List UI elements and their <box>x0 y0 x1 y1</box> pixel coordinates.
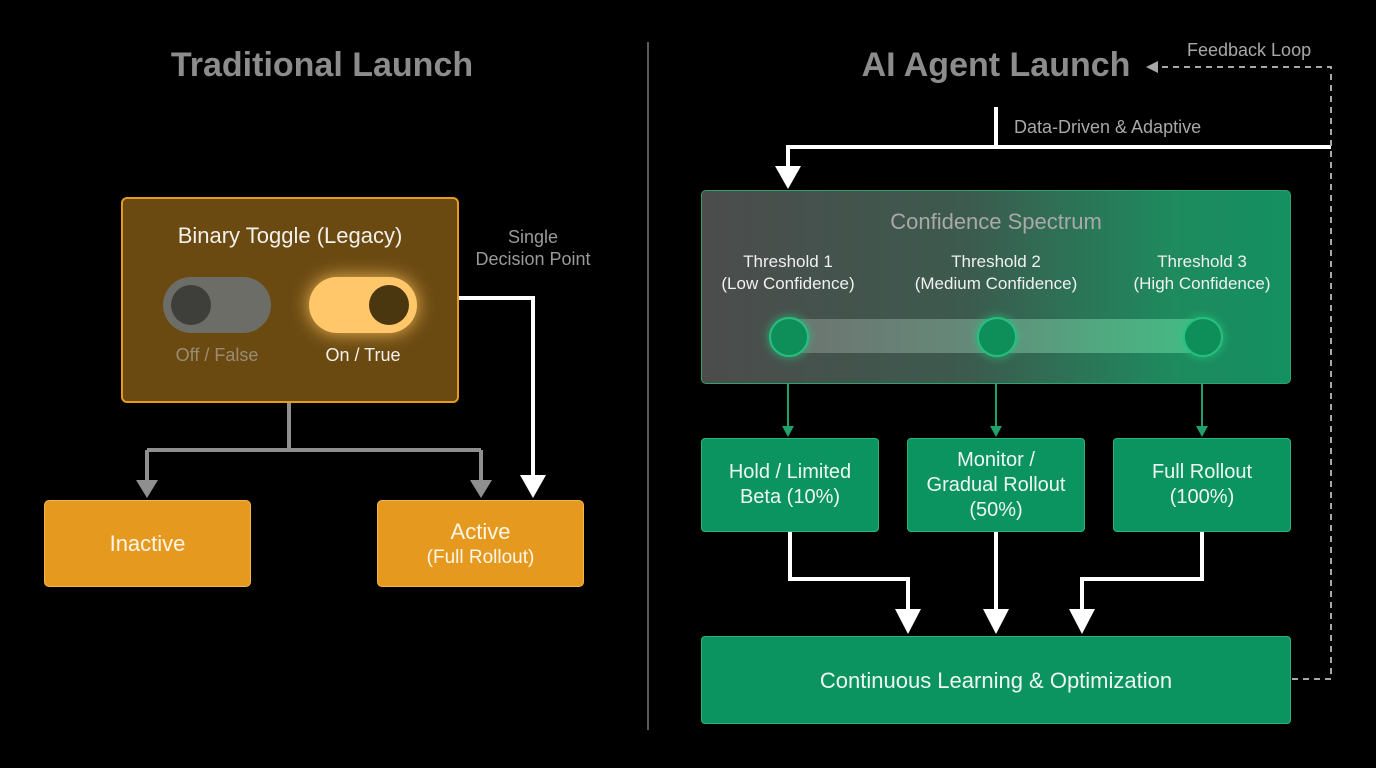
single-decision-connector <box>457 296 535 478</box>
on-toggle[interactable] <box>309 277 417 333</box>
arrow-to-monitor <box>990 426 1002 437</box>
arrow-full-to-learning <box>1069 609 1095 634</box>
active-sublabel: (Full Rollout) <box>426 546 535 568</box>
inactive-box: Inactive <box>44 500 251 587</box>
monitor-line-3: (50%) <box>969 498 1023 521</box>
continuous-learning-box: Continuous Learning & Optimization <box>701 636 1291 724</box>
full-rollout-line-1: Full Rollout <box>1151 461 1253 483</box>
binary-toggle-panel: Binary Toggle (Legacy) Off / False On / … <box>121 197 459 403</box>
on-toggle-knob <box>369 285 409 325</box>
split-connector <box>145 400 483 482</box>
single-decision-point-label: Single Decision Point <box>466 226 600 270</box>
threshold-3-node[interactable] <box>1183 317 1223 357</box>
active-label: Active <box>450 518 511 544</box>
arrow-to-spectrum <box>775 166 801 189</box>
off-toggle-knob <box>171 285 211 325</box>
arrow-to-full <box>1196 426 1208 437</box>
toggle-panel-title: Binary Toggle (Legacy) <box>177 223 403 248</box>
arrow-hold-to-learning <box>895 609 921 634</box>
hold-line-2: Beta (10%) <box>739 486 841 508</box>
threshold-3: Threshold 3 (High Confidence) <box>1107 251 1297 295</box>
decision-label-line-2: Decision Point <box>475 249 591 269</box>
feedback-loop-label: Feedback Loop <box>1187 40 1312 60</box>
threshold-2-node[interactable] <box>977 317 1017 357</box>
arrow-to-inactive <box>136 480 158 498</box>
off-toggle-label: Off / False <box>175 345 259 365</box>
threshold-2-name: Threshold 2 <box>951 252 1041 271</box>
arrow-to-active-gray <box>470 480 492 498</box>
spectrum-title: Confidence Spectrum <box>890 209 1102 234</box>
feedback-loop-connector <box>1158 66 1332 680</box>
off-toggle[interactable] <box>163 277 271 333</box>
monitor-line-1: Monitor / <box>957 448 1035 471</box>
monitor-gradual-rollout-box: Monitor / Gradual Rollout (50%) <box>907 438 1085 532</box>
monitor-line-2: Gradual Rollout <box>926 473 1066 496</box>
data-driven-label: Data-Driven & Adaptive <box>1014 117 1202 137</box>
confidence-spectrum-panel: Confidence Spectrum Threshold 1 (Low Con… <box>701 190 1291 384</box>
continuous-learning-label: Continuous Learning & Optimization <box>819 667 1173 693</box>
threshold-3-name: Threshold 3 <box>1157 252 1247 271</box>
threshold-1-level: (Low Confidence) <box>721 274 855 293</box>
decision-label-line-1: Single <box>507 227 559 247</box>
feedback-arrow <box>1146 61 1158 73</box>
threshold-1-name: Threshold 1 <box>743 252 833 271</box>
data-driven-connector <box>786 107 998 168</box>
outcome-connectors <box>788 531 1204 612</box>
threshold-1: Threshold 1 (Low Confidence) <box>693 251 883 295</box>
hold-limited-beta-box: Hold / Limited Beta (10%) <box>701 438 879 532</box>
threshold-2-level: (Medium Confidence) <box>914 274 1078 293</box>
threshold-3-level: (High Confidence) <box>1133 274 1271 293</box>
ai-agent-launch-heading: AI Agent Launch <box>861 46 1131 84</box>
threshold-2: Threshold 2 (Medium Confidence) <box>901 251 1091 295</box>
full-rollout-box: Full Rollout (100%) <box>1113 438 1291 532</box>
arrow-monitor-to-learning <box>983 609 1009 634</box>
on-toggle-label: On / True <box>325 345 401 365</box>
full-rollout-line-2: (100%) <box>1169 486 1235 508</box>
hold-line-1: Hold / Limited <box>728 461 852 483</box>
section-divider <box>647 42 649 730</box>
inactive-label: Inactive <box>109 530 186 556</box>
active-box: Active (Full Rollout) <box>377 500 584 587</box>
threshold-1-node[interactable] <box>769 317 809 357</box>
arrow-to-hold <box>782 426 794 437</box>
arrow-to-active-white <box>520 475 546 498</box>
traditional-launch-heading: Traditional Launch <box>170 46 474 84</box>
